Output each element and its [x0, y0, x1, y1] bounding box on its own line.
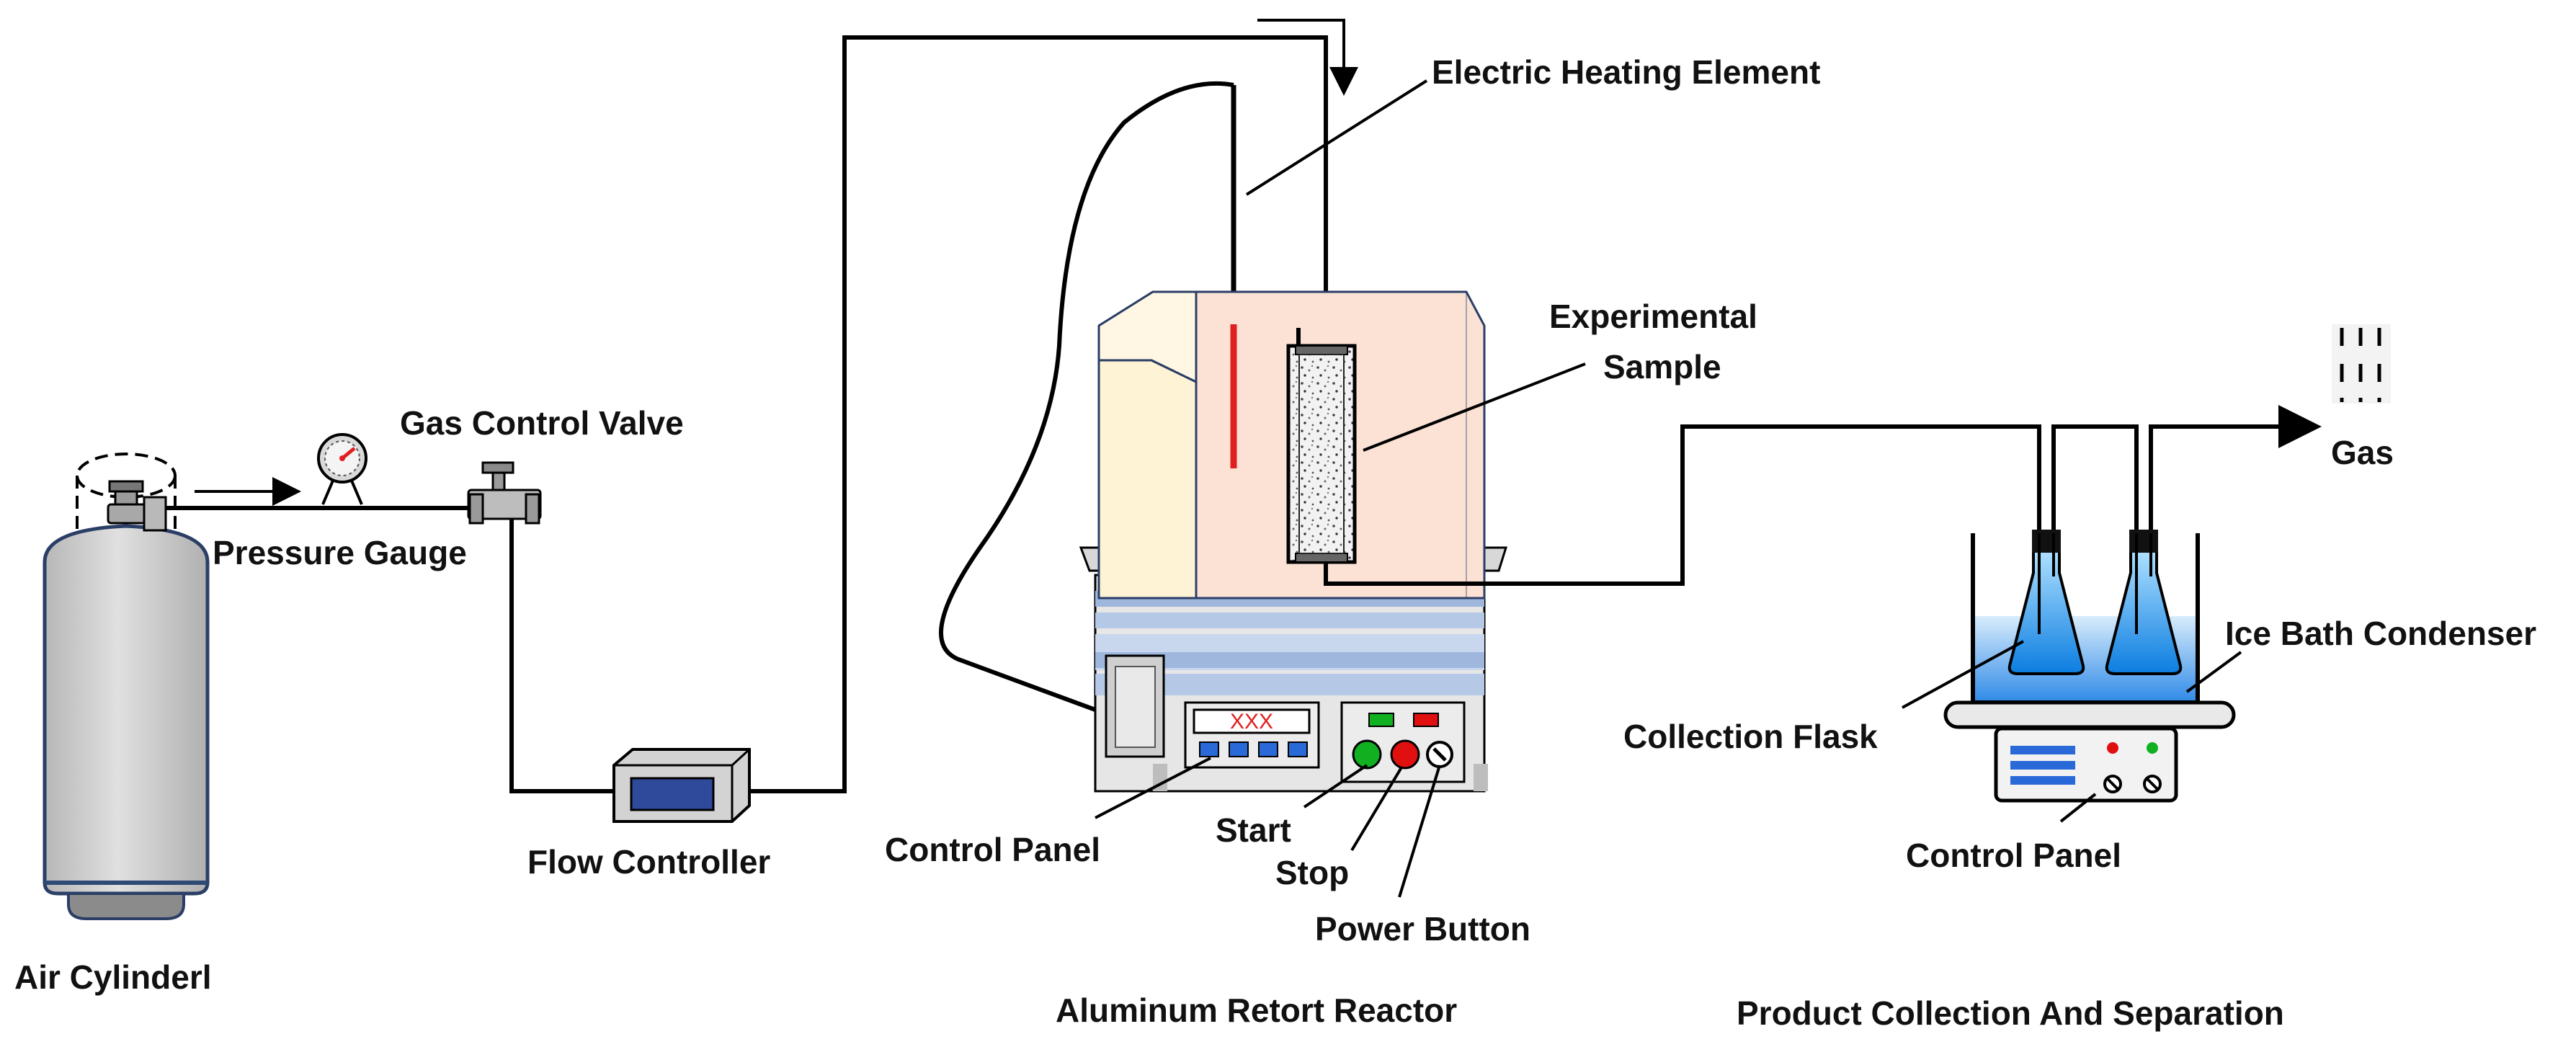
gas-control-valve[interactable] — [467, 461, 542, 525]
label-gas-control-valve: Gas Control Valve — [400, 404, 684, 442]
label-stop: Stop — [1275, 854, 1349, 891]
flow-controller — [612, 748, 751, 823]
reactor-control-panel: XXX — [1184, 701, 1320, 769]
panel-key-1[interactable] — [1199, 741, 1219, 757]
section-title-reactor: Aluminum Retort Reactor — [1056, 992, 1457, 1029]
label-ice-bath-condenser: Ice Bath Condenser — [2225, 615, 2536, 652]
stop-button[interactable] — [1390, 739, 1420, 770]
label-air-cylinder: Air Cylinderl — [14, 958, 212, 996]
collection-flask-1 — [2007, 530, 2085, 675]
panel-key-2[interactable] — [1229, 741, 1249, 757]
label-control-panel-collection: Control Panel — [1906, 837, 2121, 874]
hotplate-top — [1943, 700, 2236, 729]
label-power-button: Power Button — [1315, 910, 1530, 948]
collection-control-panel — [1994, 726, 2178, 803]
cylinder-valve[interactable] — [107, 480, 167, 532]
gas-symbol — [2332, 324, 2391, 404]
label-collection-flask: Collection Flask — [1623, 718, 1878, 755]
label-start: Start — [1216, 811, 1291, 849]
label-pressure-gauge: Pressure Gauge — [213, 534, 467, 571]
button-panel — [1340, 701, 1466, 783]
reactor-readout: XXX — [1230, 710, 1273, 734]
section-title-collection: Product Collection And Separation — [1737, 994, 2284, 1032]
heating-element-wire — [939, 81, 1234, 712]
leader-lines — [1095, 79, 2242, 898]
indicator-green — [2147, 742, 2158, 754]
panel-key-4[interactable] — [1288, 741, 1308, 757]
indicator-red — [2107, 742, 2118, 754]
flow-display — [630, 777, 715, 811]
label-control-panel-reactor: Control Panel — [885, 831, 1100, 868]
experimental-sample — [1286, 344, 1357, 564]
label-experimental-sample-2: Sample — [1603, 348, 1721, 386]
air-cylinder — [43, 453, 210, 920]
outlet-line — [1324, 405, 2322, 586]
start-button[interactable] — [1352, 739, 1382, 770]
panel-key-3[interactable] — [1258, 741, 1278, 757]
label-experimental-sample-1: Experimental — [1549, 298, 1757, 335]
gas-line-main — [166, 35, 1328, 793]
label-flow-controller: Flow Controller — [527, 843, 770, 881]
collection-flask-2 — [2105, 530, 2183, 675]
label-electric-heating-element: Electric Heating Element — [1432, 53, 1820, 91]
label-gas: Gas — [2331, 434, 2394, 471]
gas-inlet-arrow — [1257, 19, 1358, 96]
pressure-gauge — [317, 433, 367, 505]
reactor-display — [1193, 708, 1311, 734]
